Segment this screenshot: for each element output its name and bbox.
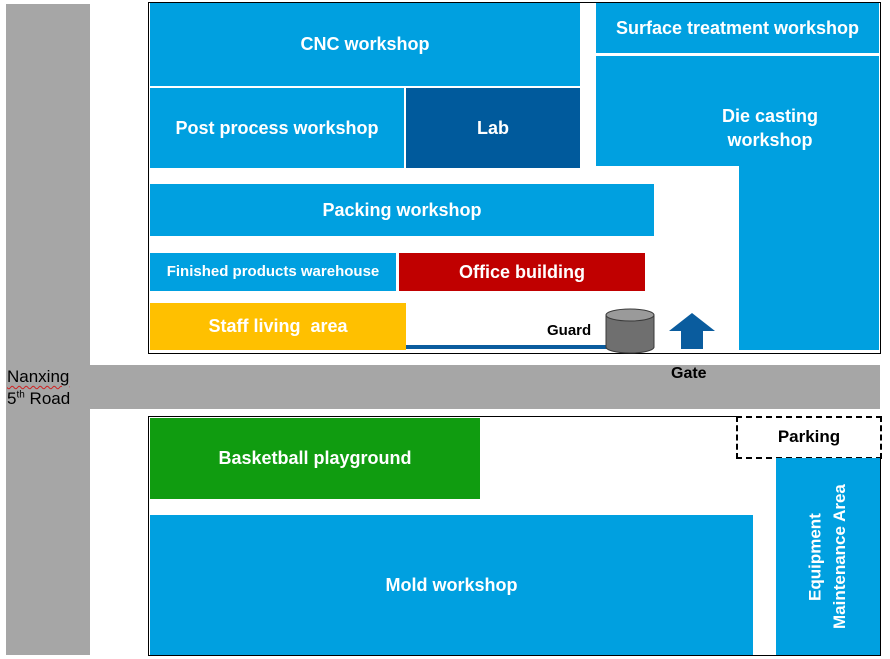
basketball-playground: Basketball playground	[150, 418, 480, 499]
guard-label: Guard	[547, 322, 592, 339]
die-casting-workshop-upper	[596, 56, 879, 166]
vertical-road	[6, 4, 90, 655]
horizontal-road	[6, 365, 880, 409]
gate-arrow-icon	[669, 313, 715, 349]
mold-workshop: Mold workshop	[150, 515, 753, 655]
finished-products-warehouse: Finished products warehouse	[150, 253, 396, 291]
office-building: Office building	[399, 253, 645, 291]
road-name: Nanxing 5th Road	[7, 366, 91, 410]
road-name-line1: Nanxing	[7, 367, 70, 386]
cnc-workshop: CNC workshop	[150, 3, 580, 86]
guard-house-icon	[605, 308, 655, 354]
south-compound-boundary	[148, 416, 881, 656]
post-process-workshop: Post process workshop	[150, 88, 404, 168]
gate-label: Gate	[671, 365, 707, 382]
packing-workshop: Packing workshop	[150, 184, 654, 236]
parking-area: Parking	[736, 416, 882, 459]
guard-fence-line	[406, 345, 616, 349]
equipment-maintenance-area: Equipment Maintenance Area	[776, 458, 880, 655]
north-compound-boundary	[148, 2, 881, 354]
lab: Lab	[406, 88, 580, 168]
equipment-maintenance-label: Equipment Maintenance Area	[805, 484, 849, 629]
staff-living-area: Staff living area	[150, 303, 406, 350]
road-name-line2: 5th Road	[7, 389, 71, 409]
surface-treatment-workshop: Surface treatment workshop	[596, 3, 879, 53]
die-casting-workshop-label: Die casting workshop	[721, 105, 819, 150]
die-casting-workshop-lower	[739, 160, 879, 350]
